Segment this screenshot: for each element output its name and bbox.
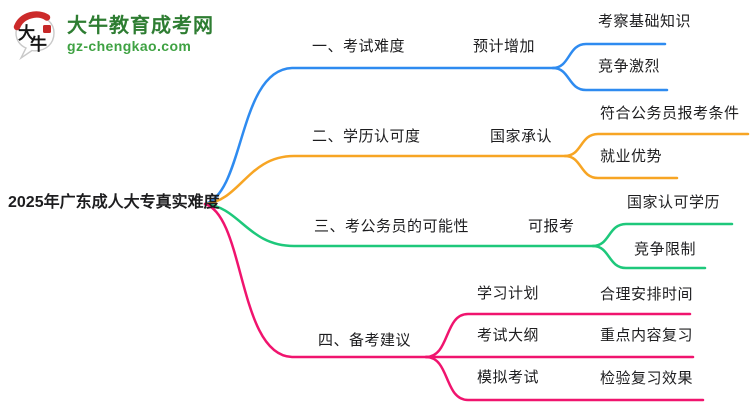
node-competition-limits: 竞争限制 (634, 241, 697, 258)
node-basic-knowledge: 考察基础知识 (598, 13, 692, 30)
branch2-edges (203, 132, 750, 206)
node-state-recognized-degree: 国家认可学历 (627, 194, 721, 211)
node-fierce-competition: 竞争激烈 (598, 58, 661, 75)
node-key-content-review: 重点内容复习 (600, 327, 694, 344)
node-civil-servant-possibility: 三、考公务员的可能性 (314, 218, 470, 235)
node-employment-advantage: 就业优势 (600, 148, 663, 165)
node-can-apply: 可报考 (528, 218, 575, 235)
branch1-edges (203, 42, 669, 206)
node-mock-exam: 模拟考试 (477, 369, 540, 386)
node-time-arrangement: 合理安排时间 (600, 286, 694, 303)
site-domain: gz-chengkao.com (67, 37, 192, 54)
node-expected-increase: 预计增加 (473, 38, 536, 55)
root-node: 2025年广东成人大专真实难度 (8, 194, 220, 211)
node-degree-recognition: 二、学历认可度 (312, 128, 421, 145)
branch3-edges (203, 202, 734, 270)
logo-mark-char-2: 牛 (30, 34, 47, 55)
site-name: 大牛教育成考网 (67, 14, 214, 37)
node-exam-outline: 考试大纲 (477, 327, 540, 344)
site-logo: 大 牛 大牛教育成考网 gz-chengkao.com (10, 8, 214, 60)
node-review-effect-check: 检验复习效果 (600, 370, 694, 387)
node-prep-advice: 四、备考建议 (318, 332, 412, 349)
logo-mark-char-1: 大 (18, 23, 35, 44)
logo-mark-icon: 大 牛 (13, 11, 55, 60)
node-exam-difficulty: 一、考试难度 (312, 38, 406, 55)
node-study-plan: 学习计划 (477, 285, 540, 302)
node-civil-servant-eligible: 符合公务员报考条件 (600, 105, 740, 122)
node-state-recognized: 国家承认 (490, 128, 553, 145)
logo-seal (43, 25, 51, 33)
branch4-edges (203, 202, 705, 402)
